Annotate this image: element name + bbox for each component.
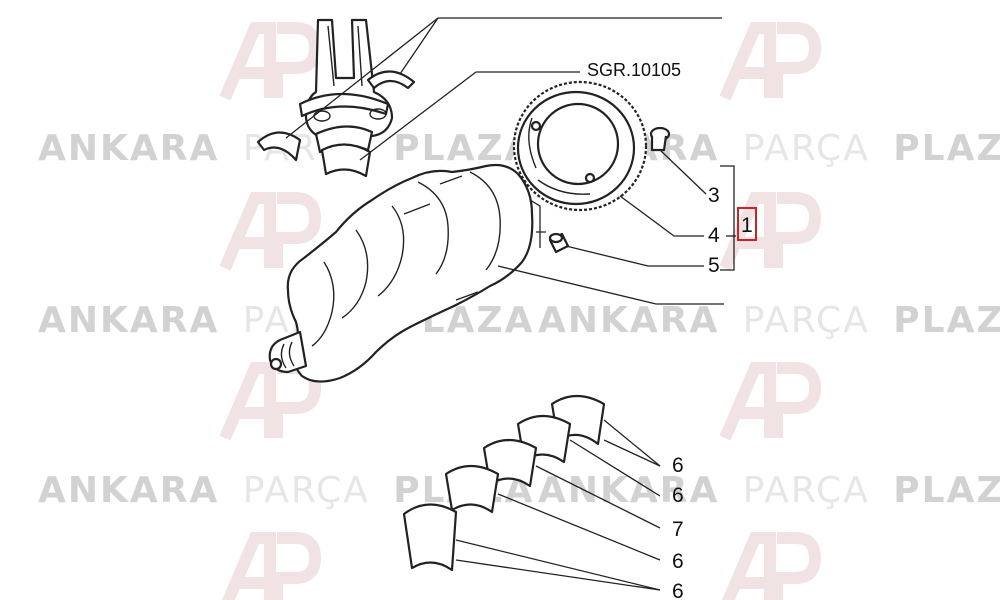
timing-gear <box>512 80 648 212</box>
connecting-rod <box>298 18 394 154</box>
callout-crankshaft: 1 <box>741 214 753 237</box>
main-bearing-shells <box>402 394 606 572</box>
watermark-logo <box>719 22 822 101</box>
callout-highlight-box <box>737 207 757 241</box>
watermark-logo <box>219 192 322 271</box>
rod-bearing-shell-lower <box>320 143 372 178</box>
crankshaft <box>268 163 534 383</box>
watermark-logo <box>719 362 822 441</box>
main-bearing-shell <box>444 464 500 514</box>
callout-screw: 3 <box>708 184 720 207</box>
reference-code-label: SGR.10105 <box>587 60 681 80</box>
dowel-pin <box>548 232 570 254</box>
callout-bearing-c: 7 <box>672 518 684 541</box>
callout-gear: 4 <box>708 224 720 247</box>
rod-bearing-shell-left <box>256 131 302 162</box>
callout-bearing-d: 6 <box>672 550 684 573</box>
watermark-logo <box>221 532 322 600</box>
watermark-logo <box>721 532 822 600</box>
watermark-logo <box>219 22 322 101</box>
callout-bearing-e: 6 <box>672 580 684 600</box>
callout-bearing-a: 6 <box>672 454 684 477</box>
watermark-logos <box>219 22 822 600</box>
callout-pin: 5 <box>708 254 720 277</box>
watermark-text: ANKARA PARÇA PLAZA <box>38 300 534 341</box>
watermark-text: ANKARA PARÇA PLAZA <box>538 300 1000 341</box>
watermark-logo <box>219 362 322 441</box>
watermark-text: ANKARA PARÇA PLAZA <box>538 470 1000 511</box>
rod-bearing-shell-upper <box>366 70 416 90</box>
watermark-logo <box>719 192 822 271</box>
callout-bearing-b: 6 <box>672 484 684 507</box>
gear-screw <box>649 126 671 152</box>
leader-lines <box>285 17 736 591</box>
main-bearing-shell <box>402 503 458 572</box>
